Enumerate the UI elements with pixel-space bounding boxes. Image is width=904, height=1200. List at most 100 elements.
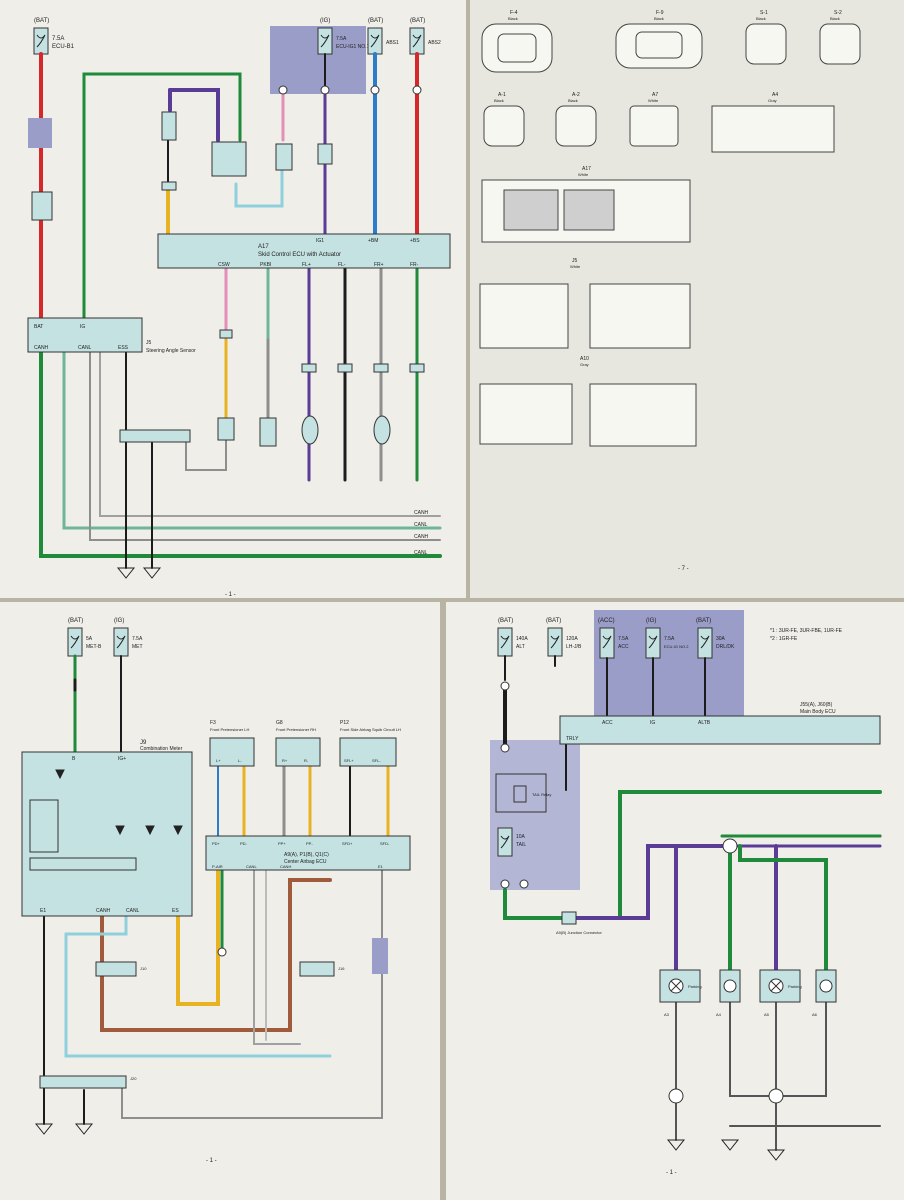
connector-color: Gray xyxy=(768,98,777,103)
ecu-pin-label: IG xyxy=(650,720,655,726)
panel-tail-lights: (BAT) 140A ALT (BAT) 120A LH-J/B (ACC) 7… xyxy=(446,602,904,1200)
combination-meter-box xyxy=(21,751,193,917)
meter-pin-label: E1 xyxy=(40,908,46,914)
meter-pin-label: IG+ xyxy=(118,756,126,762)
pretensioner-pin: L+ xyxy=(216,758,221,763)
fuse-name-label: ECU-B1 xyxy=(52,44,75,50)
ecu-pin-label: FR- xyxy=(410,262,419,268)
meter-pin-label: CANL xyxy=(126,908,140,914)
junction-label: J10 xyxy=(140,966,147,971)
panel1-fuse-abs2: (BAT) ABS2 xyxy=(409,18,441,55)
main-body-ecu-pin-labels: TRLY ACC IG ALTB xyxy=(566,720,711,742)
connector-code: J5 xyxy=(572,258,578,264)
connector-color: Black xyxy=(508,16,518,21)
connector-view-s2: S-2 Black xyxy=(819,10,861,65)
airbag-pin-label: PD+ xyxy=(212,841,221,846)
pretensioner-pin: SFL+ xyxy=(344,758,354,763)
connector-view-s1: S-1 Black xyxy=(745,10,787,65)
airbag-ecu-id: A9(A), P1(B), Q1(C) xyxy=(284,852,329,858)
airbag-ecu-pin-labels: PD+ PD- PP+ PP- SFD+ SFD- P-AIR CANL CAN… xyxy=(212,841,390,869)
fuse-name-label: ECU-IG1 NO.1 xyxy=(336,44,370,50)
ecu-pin-label: ALTB xyxy=(698,720,711,726)
relay-label: TAIL Relay xyxy=(532,792,551,797)
ecu-pin-label: +BS xyxy=(410,238,420,244)
fuse-name-label: TAIL xyxy=(516,842,526,848)
panel3-page-number: - 1 - xyxy=(206,1158,217,1164)
airbag-pin-label: P-AIR xyxy=(212,864,223,869)
warning-led-icon xyxy=(55,769,183,836)
meter-id: J9 xyxy=(140,740,147,746)
panel1-fuse-ecu-b1: (BAT) 7.5A ECU-B1 xyxy=(33,18,75,55)
side-airbag-p12: P12 Front Side Airbag Squib Circuit LH S… xyxy=(339,720,401,767)
pretensioner-name: Front Side Airbag Squib Circuit LH xyxy=(340,727,401,732)
fuse-source-label: (BAT) xyxy=(410,18,425,24)
main-body-ecu-id: J55(A), J60(B) xyxy=(800,702,833,708)
pretensioner-pin: L- xyxy=(238,758,242,763)
meter-pin-labels: B IG+ CANH CANL E1 ES xyxy=(40,756,179,914)
connector-code: A-1 xyxy=(498,92,506,98)
lamp-a3: Parking A3 xyxy=(659,969,702,1017)
ground-icon xyxy=(116,567,162,579)
panel1-speed-sensors xyxy=(217,363,425,447)
panel4-fuse-drl: (BAT) 30A DRL/DK xyxy=(696,618,735,659)
skid-ecu-name: Skid Control ECU with Actuator xyxy=(258,252,341,258)
panel1-bus-labels: CANH CANL CANH CANL xyxy=(414,510,429,556)
airbag-pin-label: SFD- xyxy=(380,841,390,846)
panel1-fuse-ecu-ig1: (IG) 7.5A ECU-IG1 NO.1 xyxy=(317,18,370,55)
panel3-junctions: J10 J16 J20 xyxy=(39,938,388,1089)
fuse-name-label: LH-J/B xyxy=(566,644,582,650)
panel-connector-views: F-4 Black F-9 Black S-1 Black S-2 Black … xyxy=(470,0,904,598)
lamp-a4: A4 xyxy=(716,969,741,1017)
airbag-pin-label: CANL xyxy=(246,864,257,869)
panel4-fuse-acc: (ACC) 7.5A ACC xyxy=(598,618,629,659)
sensor-pin-label: BAT xyxy=(34,324,43,330)
connector-code: A4 xyxy=(772,92,778,98)
gutter-horizontal xyxy=(0,598,904,602)
panel1-wires xyxy=(39,52,442,569)
power-circuit-box xyxy=(29,799,59,853)
lamp-a5: Parking A5 xyxy=(759,969,802,1017)
ecu-pin-label: ACC xyxy=(602,720,613,726)
fuse-rating-label: 5A xyxy=(86,636,93,642)
fuse-source-label: (IG) xyxy=(114,618,124,624)
fuse-source-label: (ACC) xyxy=(598,618,615,624)
airbag-pin-label: E1 xyxy=(378,864,384,869)
panel4-wires xyxy=(503,655,882,1151)
fuse-rating-label: 7.5A xyxy=(664,636,675,642)
main-body-ecu-box xyxy=(559,715,881,745)
fuse-rating-label: 120A xyxy=(566,636,578,642)
fuse-source-label: (BAT) xyxy=(368,18,383,24)
skid-ecu-id: A17 xyxy=(258,244,269,250)
connector-view-f4: F-4 Black xyxy=(481,10,553,73)
lamp-a6: A6 xyxy=(812,969,837,1017)
fuse-source-label: (BAT) xyxy=(68,618,83,624)
panel4-connector-dots xyxy=(500,681,784,1104)
panel-abs-steering-sensor: (BAT) 7.5A ECU-B1 (IG) 7.5A ECU-IG1 NO.1… xyxy=(0,0,466,598)
ecu-pin-label: PKBI xyxy=(260,262,271,268)
junction-label: A9(B) Junction Connector xyxy=(556,930,602,935)
connector-view-a4: A4 Gray xyxy=(711,92,835,153)
skid-control-ecu-box xyxy=(157,233,451,269)
airbag-pin-label: PP+ xyxy=(278,841,286,846)
meter-pin-label: CANH xyxy=(96,908,111,914)
panel-airbag-meter: (BAT) 5A MET-B (IG) 7.5A MET xyxy=(0,602,440,1200)
connector-code: F-9 xyxy=(656,10,664,16)
gutter-vertical-top xyxy=(466,0,470,598)
panel1-fuse-abs1: (BAT) ABS1 xyxy=(367,18,399,55)
panel4-page-number: - 1 - xyxy=(666,1170,677,1176)
ecu-pin-label: TRLY xyxy=(566,736,579,742)
connector-color: Black xyxy=(568,98,578,103)
fuse-name-label: ABS1 xyxy=(386,40,399,46)
fuse-source-label: (BAT) xyxy=(34,18,49,24)
junction-label: J16 xyxy=(338,966,345,971)
skid-ecu-pin-labels: IG1 +BM +BS CSW PKBI FL+ FL- FR+ FR- xyxy=(218,238,420,268)
ecu-pin-label: FL- xyxy=(338,262,346,268)
connector-color: White xyxy=(570,264,581,269)
connector-code: S-1 xyxy=(760,10,768,16)
ecu-pin-label: +BM xyxy=(368,238,378,244)
meter-pin-label: ES xyxy=(172,908,179,914)
bus-label: CANL xyxy=(414,550,428,556)
panel2-page-number: - 7 - xyxy=(678,566,689,572)
